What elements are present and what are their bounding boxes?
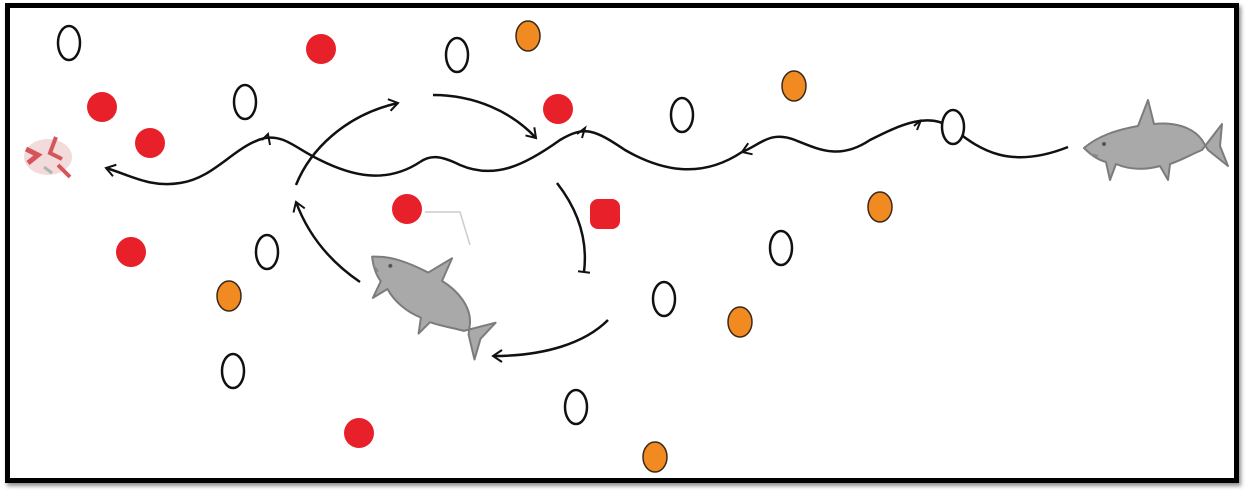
shadow-outline [425,211,471,246]
white-item [220,352,246,390]
orange-item [515,20,541,52]
orange-item [727,306,753,338]
orange-item [867,191,893,223]
white-item [563,388,589,426]
detour-arrow [432,93,538,140]
white-item [669,96,695,134]
detour-arrow [491,319,609,363]
wavy-path [740,119,1069,159]
red-item [306,34,336,64]
fish-icon [24,136,72,179]
white-item [444,36,470,74]
diagram-frame [5,3,1239,483]
red-item [392,194,422,224]
orange-item [781,70,807,102]
detour-arrow [294,98,400,186]
white-item [651,280,677,318]
orange-item [216,280,242,312]
detour-arrow [556,182,591,274]
white-item [232,83,258,121]
red-item [543,94,573,124]
red-item [116,237,146,267]
red-item [135,128,165,158]
white-items [56,24,966,426]
red-items [87,34,620,448]
white-item [254,233,280,271]
orange-items [216,20,893,473]
white-item [56,24,82,62]
white-item [940,108,966,146]
shark-icon [351,217,517,372]
wavy-path [419,130,743,173]
red-item [590,199,620,229]
detour-arrow [292,200,361,284]
red-item [87,92,117,122]
shark-icon [1083,99,1229,181]
red-item [344,418,374,448]
orange-item [642,441,668,473]
white-item [768,229,794,267]
